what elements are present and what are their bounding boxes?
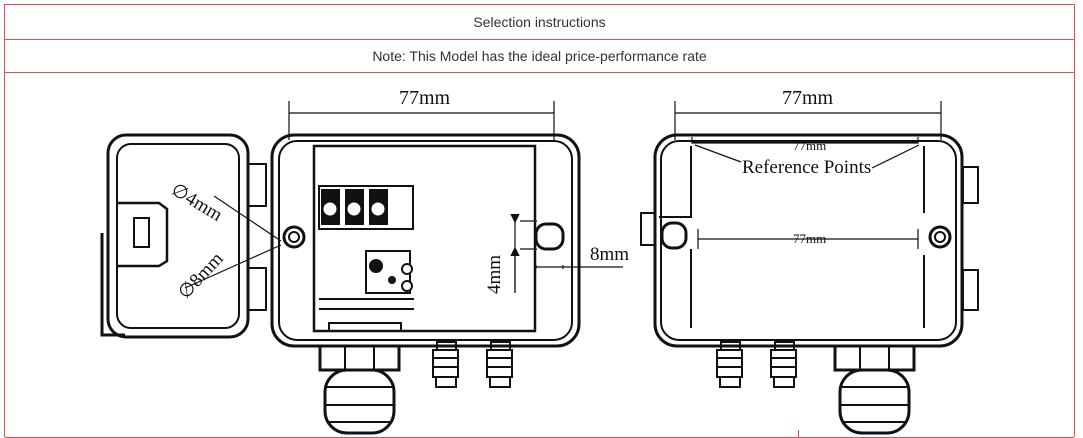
right-upper-tab [962,166,979,204]
right-middle-width-label: 77mm [793,231,826,246]
left-cable-gland [318,344,401,435]
side-4mm-label: 4mm [484,255,505,294]
terminal-screw-3 [371,202,385,216]
side-8mm-label: 8mm [590,244,629,265]
right-cable-gland [833,344,916,435]
diameter-4mm-label: ∅4mm [167,179,226,226]
terminal-screw-2 [347,202,361,216]
selection-instructions-title: Selection instructions [5,5,1074,40]
diameter-8mm-label: ∅8mm [174,248,227,303]
upper-hinge-left [247,163,267,207]
right-lower-tab [962,269,979,311]
left-main-box-inner-outline [278,140,573,341]
dimension-diagram-row: 77mm [5,73,1074,438]
terminal-screw-1 [323,202,337,216]
lid-latch-bracket [117,201,169,268]
left-pressure-port-1 [432,341,459,388]
dimension-drawing: 77mm [100,87,979,435]
leader-4mm [213,195,282,242]
selection-note: Note: This Model has the ideal price-per… [5,40,1074,73]
right-top-reference-bracket [691,137,919,144]
lower-hinge-left [247,267,267,311]
reference-point-leader-right [871,144,920,169]
left-enclosure-view: 77mm [100,87,629,435]
board-bottom-connector [328,322,402,332]
circuit-board-outline [312,144,537,333]
lid-left-edge [100,233,125,337]
right-mount-slot [534,222,565,251]
right-inner-wall-left [659,146,692,218]
right-mount-hole-inner [934,231,946,243]
reference-point-leader-left [694,144,742,163]
right-enclosure-view: 77mm 77mm Reference Points [640,87,979,435]
lid-latch-slot [133,217,150,248]
right-width-label: 77mm [782,87,834,109]
right-inner-width-label: 77mm [793,138,826,153]
left-pressure-port-2 [486,341,513,388]
sensor-port-top [369,259,383,273]
terminal-block [318,185,414,230]
right-left-mount-slot [660,221,688,250]
right-left-tab [640,212,656,246]
sensor-port-right [388,276,396,284]
selection-sheet: Selection instructions Note: This Model … [4,4,1075,438]
right-pressure-port-1 [716,341,743,388]
left-mount-hole-inner [288,231,300,243]
sensor-port-mini-bottom [401,280,413,292]
leader-8mm [184,244,282,289]
reference-points-label: Reference Points [742,157,871,178]
right-pressure-port-2 [770,341,797,388]
bottom-column-divider [798,430,799,437]
open-lid-inner-outline [116,143,240,329]
sensor-port-mini-top [401,263,413,275]
left-main-box-outline [270,133,581,348]
open-lid-outline [106,133,250,339]
left-width-label: 77mm [399,87,451,109]
